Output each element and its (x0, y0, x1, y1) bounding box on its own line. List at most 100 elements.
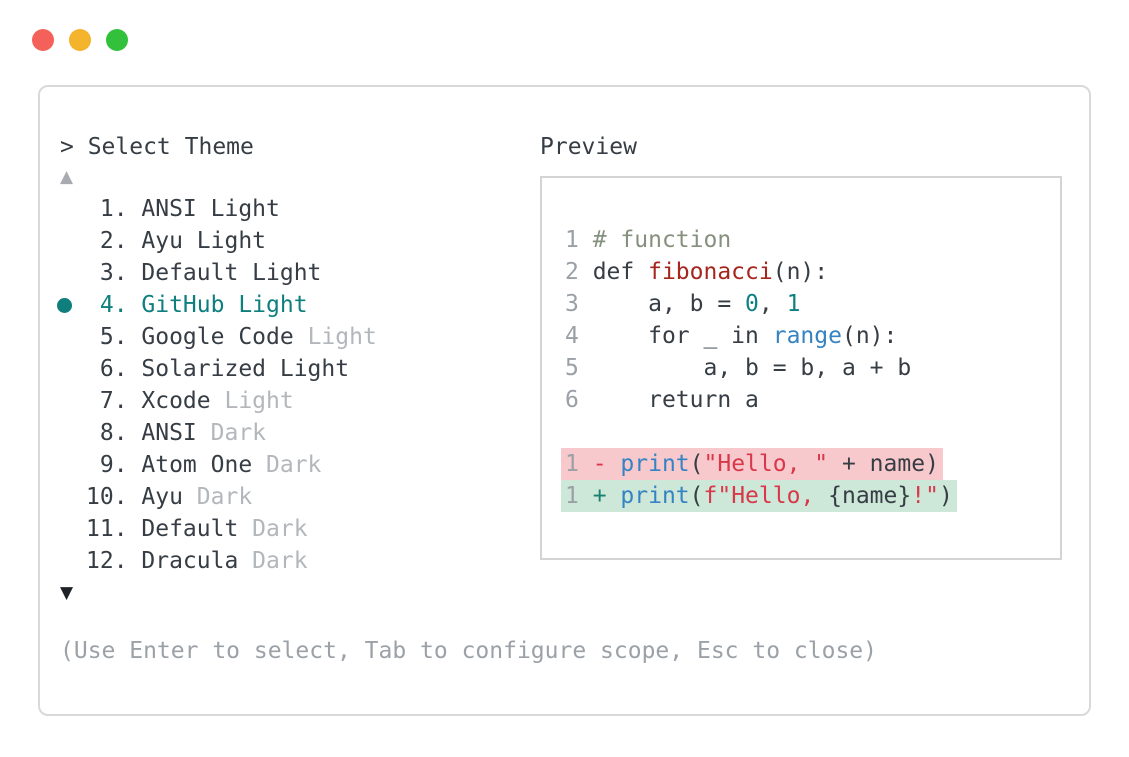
theme-option-muted: Light (293, 324, 377, 350)
scroll-down-icon[interactable]: ▼ (60, 583, 74, 603)
theme-option-num: 2. (86, 228, 142, 254)
theme-option-muted: Dark (238, 548, 308, 574)
theme-option-muted: Dark (196, 420, 267, 446)
code-token-plain: a, b = (592, 291, 746, 317)
theme-option-8[interactable]: 8. ANSI Dark (86, 417, 377, 449)
code-line-5: 5 a, b = b, a + b (565, 352, 1060, 384)
code-token-str: !" (911, 483, 939, 509)
diff-line-added: 1 + print(f"Hello, {name}!") (561, 480, 1060, 512)
theme-option-name: Atom One (141, 452, 253, 478)
theme-option-1[interactable]: 1. ANSI Light (86, 193, 377, 225)
code-token-ln: 1 (565, 483, 593, 509)
diff-highlight-added: 1 + print(f"Hello, {name}!") (561, 480, 957, 512)
code-token-ln: 5 (565, 355, 593, 381)
code-token-plain: ) (938, 483, 953, 509)
theme-option-name: Solarized Light (141, 356, 350, 382)
window-controls (32, 29, 128, 51)
theme-option-num: 12. (86, 548, 142, 574)
diff-line-removed: 1 - print("Hello, " + name) (561, 448, 1060, 480)
minimize-button-icon[interactable] (69, 29, 91, 51)
code-token-builtin: range (772, 323, 842, 349)
theme-option-name: Default Light (141, 260, 322, 286)
code-token-num: 1 (786, 291, 801, 317)
code-token-ln: 1 (565, 451, 593, 477)
theme-option-4[interactable]: 4. GitHub Light (57, 289, 377, 321)
code-token-plain: for _ in (592, 323, 773, 349)
code-line-3: 3 a, b = 0, 1 (565, 288, 1060, 320)
theme-option-num: 10. (86, 484, 142, 510)
code-token-plain: a, b = b, a + b (592, 355, 912, 381)
theme-option-9[interactable]: 9. Atom One Dark (86, 449, 377, 481)
theme-option-muted: Dark (238, 516, 308, 542)
theme-option-num: 8. (86, 420, 142, 446)
theme-option-11[interactable]: 11. Default Dark (86, 513, 377, 545)
code-token-num: 0 (745, 291, 759, 317)
theme-option-3[interactable]: 3. Default Light (86, 257, 377, 289)
code-token-plain: return a (592, 387, 759, 413)
code-token-ln: 6 (565, 387, 593, 413)
theme-picker-panel: > Select Theme ▲ 1. ANSI Light 2. Ayu Li… (38, 85, 1091, 716)
theme-option-name: ANSI (141, 420, 197, 446)
theme-option-num: 5. (86, 324, 142, 350)
theme-option-12[interactable]: 12. Dracula Dark (86, 545, 377, 577)
close-button-icon[interactable] (32, 29, 54, 51)
theme-option-muted: Dark (252, 452, 322, 478)
theme-option-name: Ayu (141, 484, 183, 510)
code-token-builtin: print (620, 451, 690, 477)
theme-option-num: 7. (86, 388, 142, 414)
code-token-ln: 4 (565, 323, 593, 349)
code-token-func: fibonacci (648, 259, 773, 285)
theme-option-name: Default (141, 516, 239, 542)
code-token-plus: + (592, 483, 621, 509)
code-token-comment: # function (592, 227, 732, 253)
code-token-plain: , (758, 291, 787, 317)
theme-option-name: Ayu Light (141, 228, 267, 254)
theme-list: 1. ANSI Light 2. Ayu Light 3. Default Li… (57, 193, 377, 577)
code-token-minus: - (592, 451, 621, 477)
theme-option-num: 1. (86, 196, 142, 222)
keyboard-hint: (Use Enter to select, Tab to configure s… (60, 638, 877, 664)
theme-option-5[interactable]: 5. Google Code Light (86, 321, 377, 353)
theme-option-name: Google Code (141, 324, 294, 350)
code-token-plain: (n): (841, 323, 898, 349)
code-line-1: 1 # function (565, 224, 1060, 256)
code-token-ln: 1 (565, 227, 593, 253)
code-token-str: f"Hello, (703, 483, 829, 509)
theme-option-10[interactable]: 10. Ayu Dark (86, 481, 377, 513)
diff-highlight-removed: 1 - print("Hello, " + name) (561, 448, 943, 480)
theme-option-muted: Dark (182, 484, 253, 510)
preview-title: Preview (540, 134, 637, 160)
code-line-4: 4 for _ in range(n): (565, 320, 1060, 352)
code-token-plain: def (592, 259, 649, 285)
selected-bullet-icon (57, 298, 72, 313)
theme-option-6[interactable]: 6. Solarized Light (86, 353, 377, 385)
theme-option-name: ANSI Light (141, 196, 280, 222)
code-token-str: "Hello, " (703, 451, 829, 477)
theme-option-num: 11. (86, 516, 142, 542)
code-token-builtin: print (620, 483, 690, 509)
code-token-plain: ( (689, 483, 704, 509)
code-line-6: 6 return a (565, 384, 1060, 416)
code-line-blank (565, 416, 1060, 448)
theme-option-num: 9. (86, 452, 142, 478)
theme-option-7[interactable]: 7. Xcode Light (86, 385, 377, 417)
code-token-plain: (n): (772, 259, 829, 285)
theme-option-name: Dracula (141, 548, 239, 574)
code-token-ln: 2 (565, 259, 593, 285)
theme-option-name: Xcode (141, 388, 211, 414)
theme-option-num: 4. (86, 292, 142, 318)
code-token-plain: ( (689, 451, 704, 477)
theme-option-num: 6. (86, 356, 142, 382)
scroll-up-icon[interactable]: ▲ (60, 167, 74, 187)
theme-option-num: 3. (86, 260, 142, 286)
code-token-ln: 3 (565, 291, 593, 317)
select-theme-prompt: > Select Theme (60, 134, 254, 160)
code-line-2: 2 def fibonacci(n): (565, 256, 1060, 288)
code-token-plain: {name} (828, 483, 912, 509)
zoom-button-icon[interactable] (106, 29, 128, 51)
code-token-plain: + name) (828, 451, 939, 477)
theme-option-name: GitHub Light (141, 292, 308, 318)
theme-option-2[interactable]: 2. Ayu Light (86, 225, 377, 257)
